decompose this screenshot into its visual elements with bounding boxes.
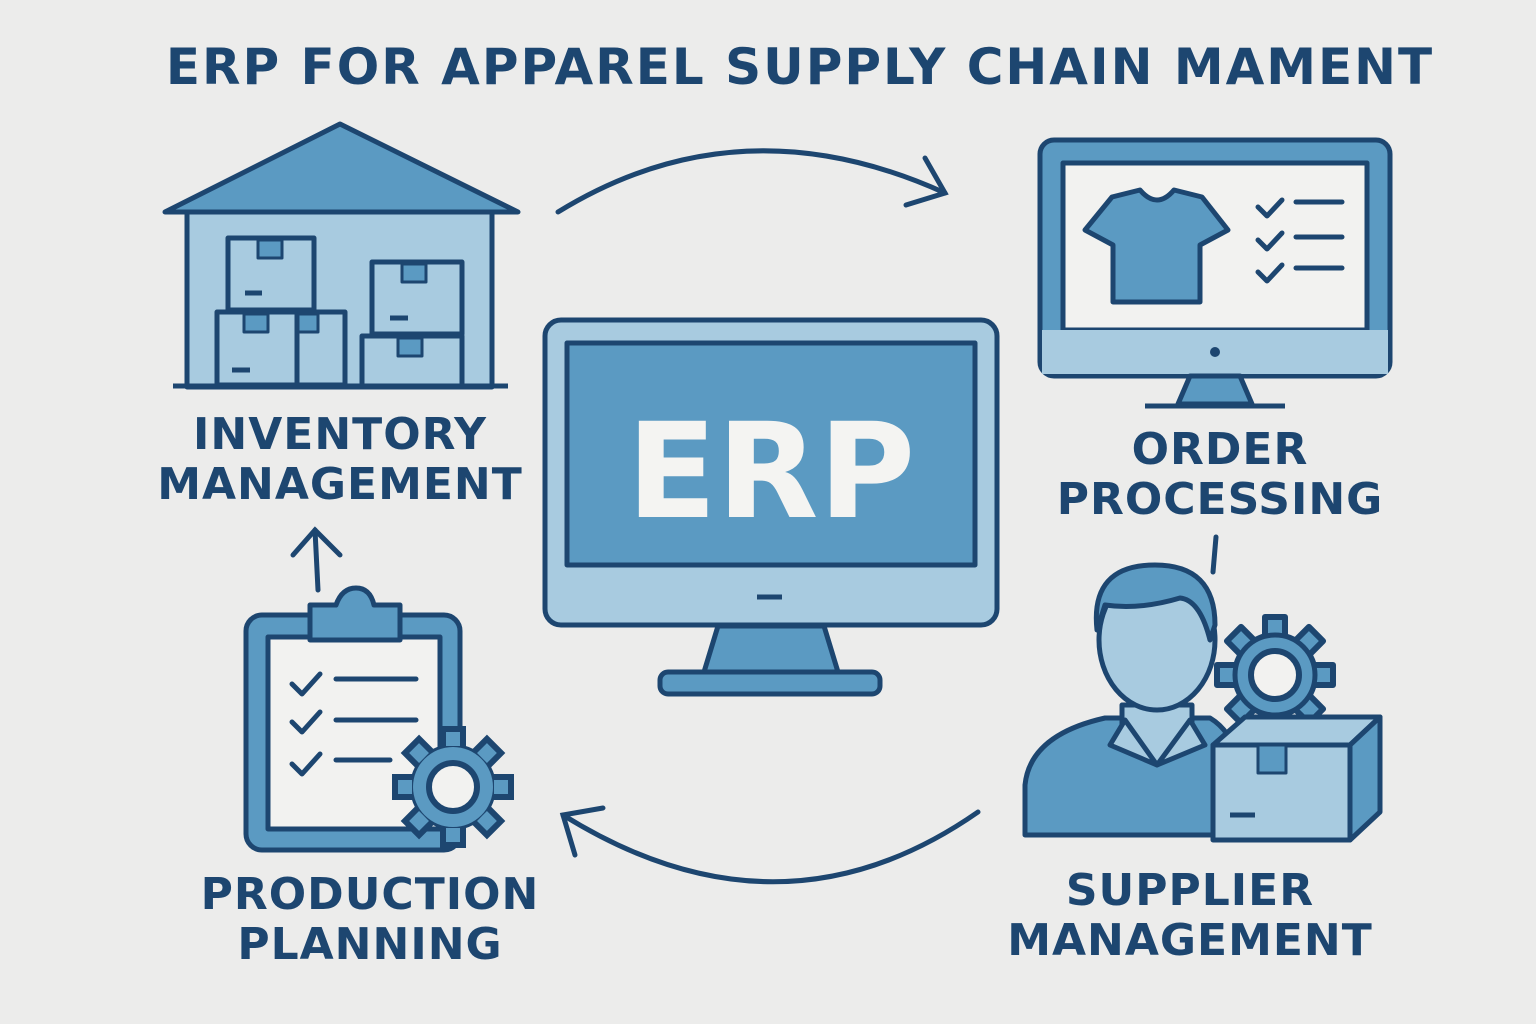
label-line: MANAGEMENT	[1007, 915, 1373, 966]
gear-icon	[395, 729, 511, 845]
label-line: PROCESSING	[1056, 474, 1384, 525]
person-gear-box-icon	[1022, 562, 1383, 843]
arrow-supplier-to-production	[560, 809, 981, 885]
warehouse-icon	[162, 121, 521, 390]
arrow-production-to-inventory	[312, 527, 321, 593]
label-line: PRODUCTION	[200, 869, 540, 920]
node-order-processing: ORDER PROCESSING	[1020, 425, 1420, 525]
label-line: ORDER	[1131, 424, 1309, 475]
erp-label: ERP	[627, 395, 916, 549]
cycle-arrows	[290, 148, 1219, 885]
node-inventory-management: INVENTORY MANAGEMENT	[140, 410, 540, 510]
arrowhead-icon	[290, 526, 343, 558]
label-line: INVENTORY	[193, 409, 487, 460]
node-production-planning: PRODUCTION PLANNING	[170, 870, 570, 970]
erp-monitor	[542, 317, 1000, 697]
arrowhead-icon	[559, 805, 606, 858]
arrowhead-icon	[903, 155, 949, 208]
node-supplier-management: SUPPLIER MANAGEMENT	[990, 866, 1390, 966]
label-line: PLANNING	[237, 919, 503, 970]
arrow-inventory-to-order	[555, 148, 948, 215]
diagram-title: ERP FOR APPAREL SUPPLY CHAIN MAMENT	[165, 38, 1435, 96]
label-line: MANAGEMENT	[157, 459, 523, 510]
monitor-shirt-checklist-icon	[1037, 137, 1393, 409]
label-line: SUPPLIER	[1065, 865, 1315, 916]
connector-line	[1210, 534, 1219, 575]
